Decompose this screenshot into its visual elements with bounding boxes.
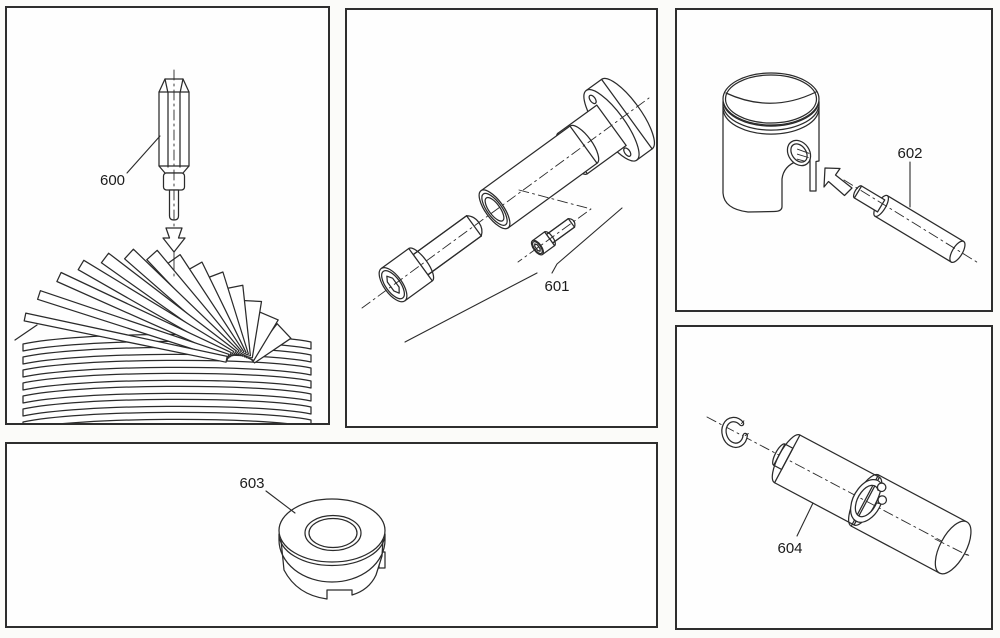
- centerline: [843, 179, 981, 265]
- knurled-roller-drawing: [848, 473, 972, 575]
- panel-600-drawing: 600: [14, 69, 312, 423]
- part-label-600: 600: [100, 172, 125, 189]
- panel-604: 604: [675, 325, 993, 630]
- part-label-602: 602: [897, 145, 922, 162]
- screw-centerline: [517, 189, 592, 263]
- leader-line-604: [796, 502, 814, 537]
- panel-602-drawing: 602: [722, 72, 981, 265]
- panel-601-drawing: 601: [361, 77, 655, 343]
- bracket-line: [404, 272, 538, 343]
- drift-pin-drawing: [852, 185, 966, 263]
- centerline: [706, 416, 971, 557]
- spacer-sleeve-drawing: [478, 124, 600, 230]
- part-label-604: 604: [777, 540, 802, 557]
- centerline: [934, 538, 970, 557]
- panel-603-drawing: 603: [239, 475, 386, 600]
- retaining-clip-drawing: [850, 478, 888, 523]
- panel-600: 600: [5, 6, 330, 425]
- cylinder-head-drawing: [14, 248, 312, 423]
- part-label-601: 601: [544, 278, 569, 295]
- centerline: [361, 97, 650, 309]
- down-arrow-icon: [162, 227, 186, 253]
- piston-drawing: [722, 72, 820, 213]
- panel-604-drawing: 604: [706, 416, 972, 575]
- bracket-line: [551, 207, 623, 274]
- ring-nut-tool-drawing: [278, 498, 386, 600]
- knurled-roller-drawing: [771, 434, 883, 526]
- panel-601: 601: [345, 8, 658, 428]
- circlip-drawing: [721, 416, 749, 448]
- panel-602: 602: [675, 8, 993, 312]
- leader-line-603: [265, 490, 296, 514]
- leader-line-600: [126, 135, 161, 174]
- panel-603: 603: [5, 442, 658, 628]
- insert-arrow-icon: [823, 167, 853, 197]
- part-label-603: 603: [239, 475, 264, 492]
